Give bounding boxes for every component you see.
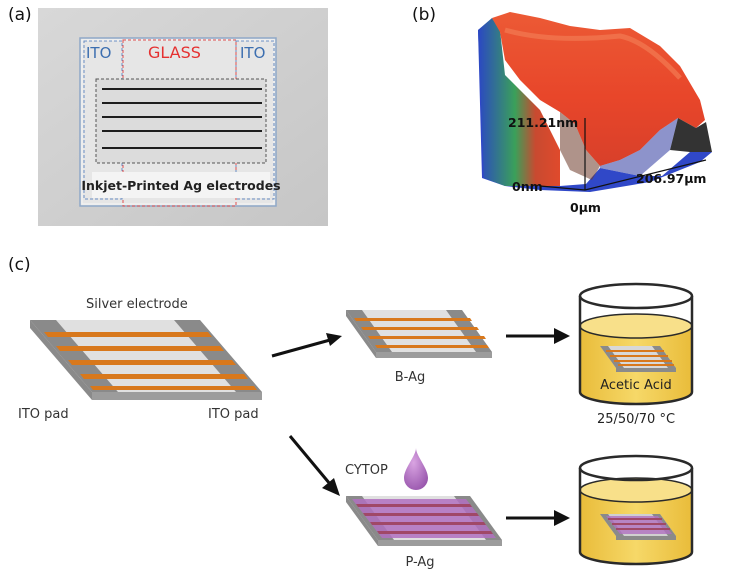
cytop-layer	[352, 499, 496, 538]
electrode-area	[95, 78, 267, 164]
panel-a-label: (a)	[8, 5, 32, 25]
panel-c-label: (c)	[8, 255, 31, 275]
surface-left-wall	[478, 18, 560, 186]
beaker-rim	[578, 454, 694, 482]
silver-electrode-label: Silver electrode	[86, 297, 188, 312]
bare-ag-device	[346, 310, 492, 358]
beaker-wall	[578, 296, 694, 406]
ito-pad-left-label: ITO pad	[18, 407, 69, 422]
electrode-stripe	[361, 327, 479, 330]
photo-caption: Inkjet-Printed Ag electrodes	[81, 178, 280, 193]
electrode-stripe	[356, 504, 472, 507]
electrode-stripe	[90, 386, 257, 390]
glass-label: GLASS	[148, 43, 201, 62]
electrode-stripe	[80, 374, 248, 379]
beaker-rim	[578, 282, 694, 310]
electrode-stripe	[68, 360, 236, 365]
height-label: 211.21nm	[508, 115, 578, 130]
zero-height-label: 0nm	[512, 179, 543, 194]
caption-box	[92, 172, 270, 198]
zero-length-label: 0µm	[570, 200, 601, 215]
electrode-stripe	[368, 336, 486, 339]
electrode-stripe	[370, 522, 486, 525]
panel-b-label: (b)	[412, 5, 436, 25]
arrow-to-bare	[271, 338, 331, 358]
cytop-drop	[404, 448, 428, 490]
beaker-wall	[578, 468, 694, 566]
temperature-label: 25/50/70 °C	[597, 412, 675, 427]
ito-left-label: ITO	[86, 44, 111, 62]
electrode-stripe	[44, 332, 212, 337]
cytop-label: CYTOP	[345, 463, 388, 478]
surface-right-flank	[670, 118, 712, 152]
bare-ag-label: B-Ag	[395, 370, 425, 385]
panel-b: (b) 211.21nm 0nm 0µm 206.97µm	[412, 5, 712, 215]
ito-right-label: ITO	[240, 44, 265, 62]
electrode-stripe	[377, 531, 493, 534]
x-axis	[584, 159, 707, 191]
arrow-to-passivated	[288, 435, 332, 485]
passivated-ag-device	[346, 496, 502, 546]
electrode-stripe	[363, 513, 479, 516]
passivated-ag-label: P-Ag	[405, 555, 434, 570]
surface-ridge	[504, 27, 682, 80]
electrode-stripe	[375, 345, 489, 348]
electrode-stripe	[354, 318, 472, 321]
acid-beaker-2	[578, 454, 694, 566]
ito-pad-right-label: ITO pad	[208, 407, 259, 422]
acid-label: Acetic Acid	[600, 378, 671, 393]
panel-a: (a) ITO GLASS ITO Inkjet-Printed Ag elec…	[8, 5, 328, 226]
panel-c: (c) Silver electrode ITO pad ITO pad	[8, 255, 694, 570]
electrode-stripe	[56, 346, 224, 351]
length-label: 206.97µm	[636, 171, 706, 186]
silver-electrode-device	[30, 320, 262, 400]
acetic-acid-beaker	[578, 282, 694, 406]
